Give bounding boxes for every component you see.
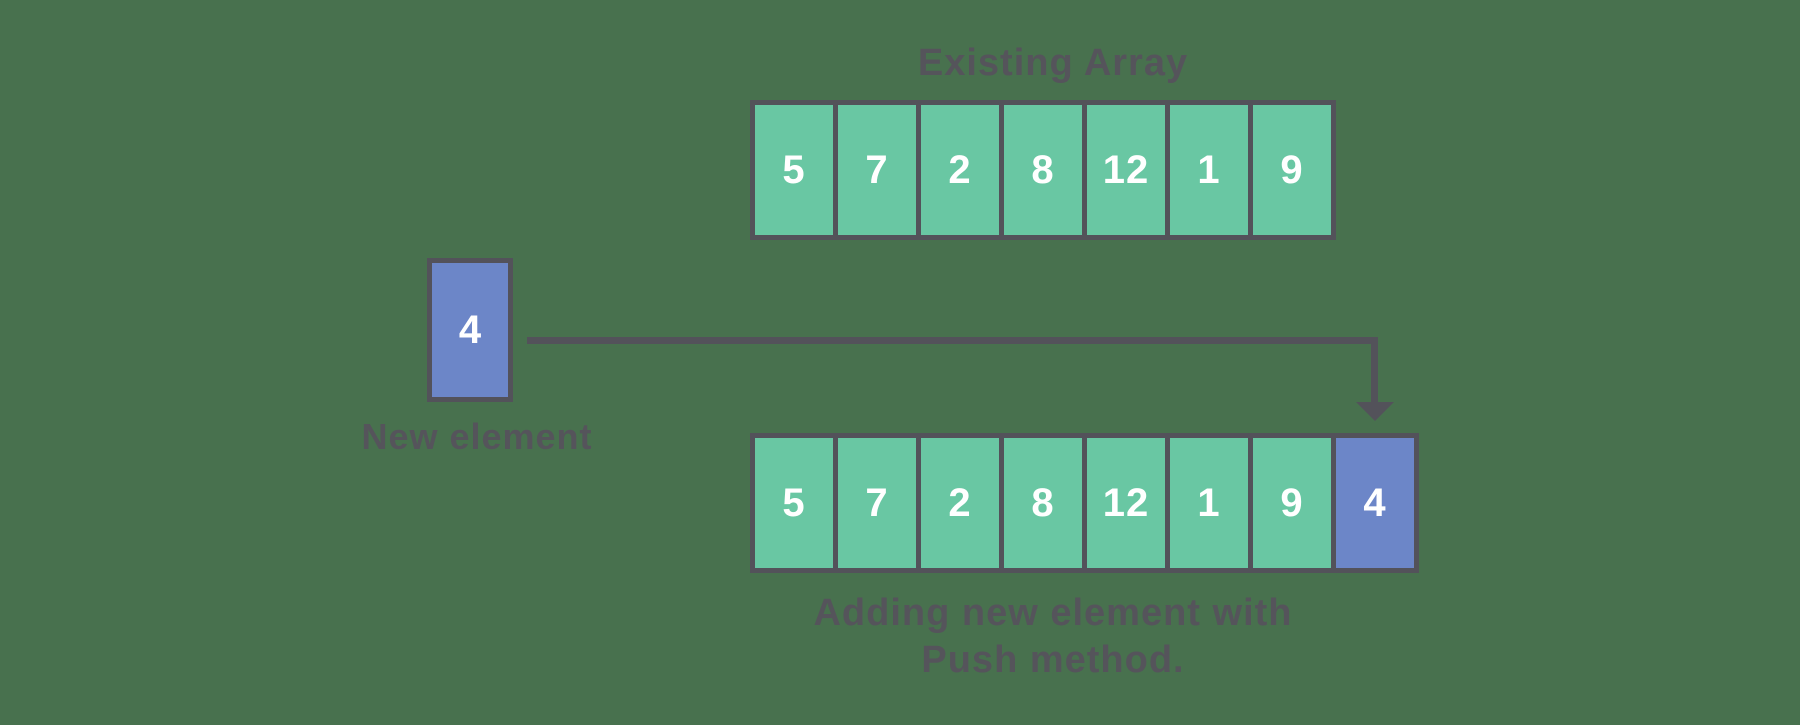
array-cell-pushed: 4 [1336, 438, 1414, 568]
existing-array-title: Existing Array [917, 42, 1189, 84]
array-cell: 12 [1087, 105, 1165, 235]
result-array-caption: Adding new element with Push method. [813, 590, 1292, 684]
array-cell: 1 [1170, 438, 1248, 568]
arrow-horizontal-segment [527, 337, 1378, 344]
array-cell: 9 [1253, 105, 1331, 235]
array-cell: 5 [755, 105, 833, 235]
existing-array: 5 7 2 8 12 1 9 [750, 100, 1336, 240]
array-cell: 1 [1170, 105, 1248, 235]
caption-line-2: Push method. [921, 639, 1185, 681]
array-cell: 8 [1004, 438, 1082, 568]
array-cell: 7 [838, 105, 916, 235]
new-element-box: 4 [427, 258, 513, 402]
caption-line-1: Adding new element with [813, 592, 1293, 634]
result-array: 5 7 2 8 12 1 9 4 [750, 433, 1419, 573]
arrow-head [1356, 402, 1394, 421]
array-cell: 9 [1253, 438, 1331, 568]
arrow-vertical-segment [1371, 337, 1378, 403]
array-cell: 7 [838, 438, 916, 568]
array-cell: 12 [1087, 438, 1165, 568]
array-cell: 2 [921, 105, 999, 235]
array-cell: 5 [755, 438, 833, 568]
array-cell: 8 [1004, 105, 1082, 235]
new-element-value: 4 [458, 307, 482, 352]
array-cell: 2 [921, 438, 999, 568]
new-element-label: New element [361, 416, 593, 457]
